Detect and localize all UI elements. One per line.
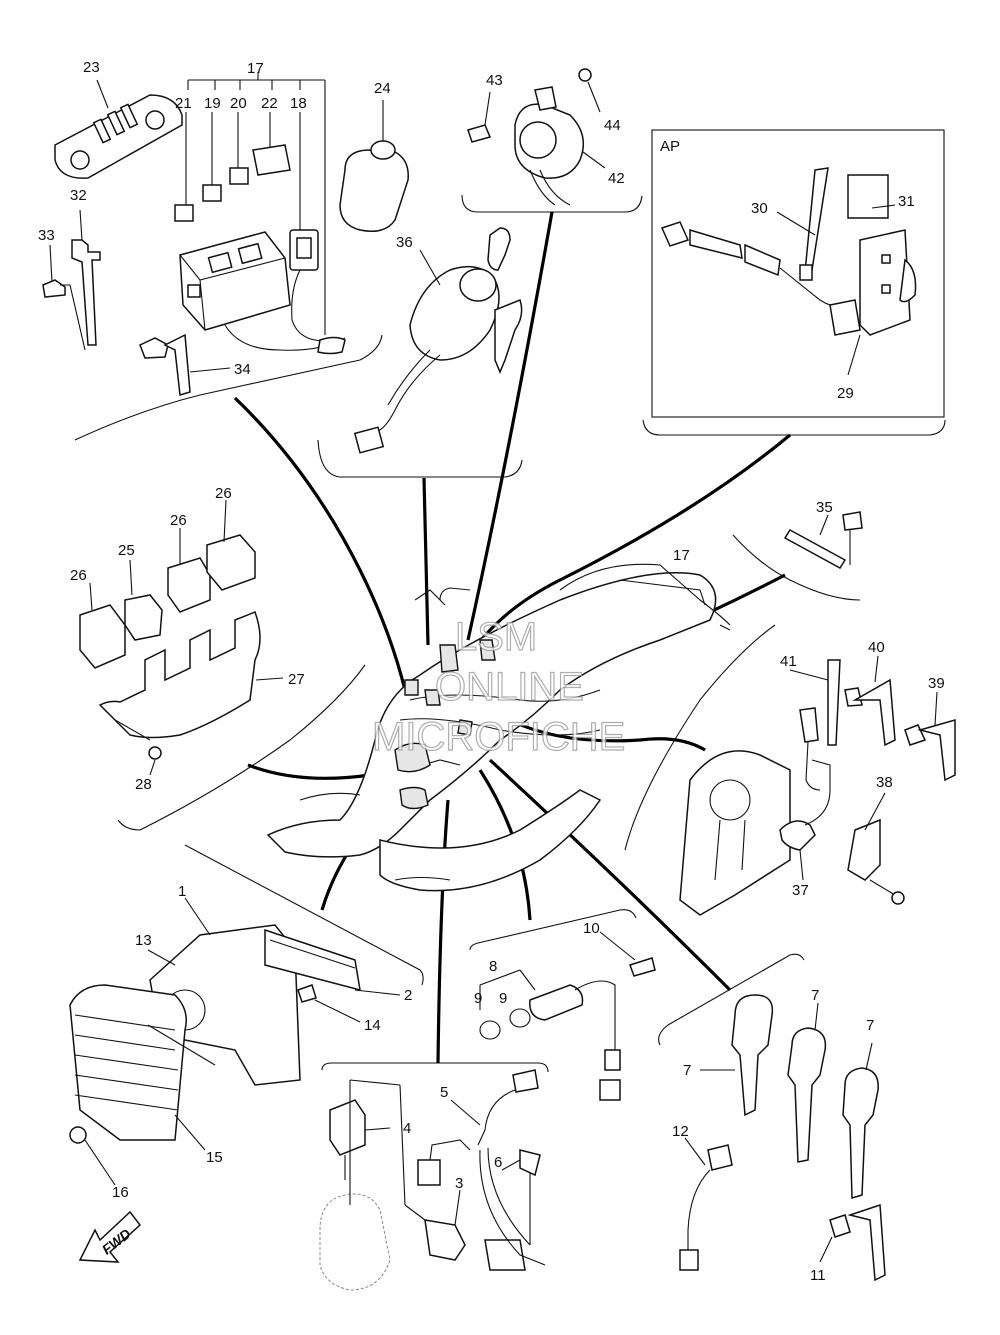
callout-2: 2 xyxy=(404,987,412,1004)
ignition-switch-part-36 xyxy=(353,227,523,454)
callout-32: 32 xyxy=(70,187,87,204)
callout-27: 27 xyxy=(288,671,305,688)
callout-44: 44 xyxy=(604,117,621,134)
callout-25: 25 xyxy=(118,542,135,559)
callout-28: 28 xyxy=(135,776,152,793)
callout-7-a: 7 xyxy=(683,1062,691,1079)
fwd-direction-arrow: FWD xyxy=(78,1210,142,1263)
ap-label: AP xyxy=(660,138,680,155)
callout-9-a: 9 xyxy=(474,990,482,1007)
callout-26-a: 26 xyxy=(215,485,232,502)
callout-13: 13 xyxy=(135,932,152,949)
ap-box xyxy=(651,129,945,418)
callout-26-c: 26 xyxy=(70,567,87,584)
lead-wire-part-12 xyxy=(679,1137,886,1282)
callout-21: 21 xyxy=(175,95,192,112)
callout-labels: 23 17 21 19 20 22 18 24 32 33 34 36 43 4… xyxy=(38,59,945,1284)
callout-4: 4 xyxy=(403,1120,411,1137)
callout-6: 6 xyxy=(494,1154,502,1171)
sensor-bracket-group xyxy=(679,655,956,916)
callout-12: 12 xyxy=(672,1123,689,1140)
callout-36: 36 xyxy=(396,234,413,251)
ap-kit-parts xyxy=(660,167,917,376)
watercraft-hull xyxy=(266,563,731,892)
callout-35: 35 xyxy=(816,499,833,516)
callout-29: 29 xyxy=(837,385,854,402)
leader-lines xyxy=(233,211,792,1064)
callout-30: 30 xyxy=(751,200,768,217)
callout-23: 23 xyxy=(83,59,100,76)
callout-20: 20 xyxy=(230,95,247,112)
callout-43: 43 xyxy=(486,72,503,89)
callout-15: 15 xyxy=(206,1149,223,1166)
group-brackets xyxy=(74,129,946,1073)
callout-40: 40 xyxy=(868,639,885,656)
callout-1: 1 xyxy=(178,883,186,900)
callout-9-b: 9 xyxy=(499,990,507,1007)
fuse-box-group xyxy=(42,72,346,396)
callout-41: 41 xyxy=(780,653,797,670)
callout-26-b: 26 xyxy=(170,512,187,529)
callout-7-b: 7 xyxy=(811,987,819,1004)
regulator-ecu-group xyxy=(69,897,401,1186)
watermark-line-2: ONLINE xyxy=(435,665,584,709)
callout-17: 17 xyxy=(247,60,264,77)
callout-17-b: 17 xyxy=(673,547,690,564)
callout-10: 10 xyxy=(583,920,600,937)
callout-5: 5 xyxy=(440,1084,448,1101)
watermark-line-3: MICROFICHE xyxy=(372,715,625,759)
meter-part-42 xyxy=(467,68,606,206)
callout-7-c: 7 xyxy=(866,1017,874,1034)
callout-42: 42 xyxy=(608,170,625,187)
callout-38: 38 xyxy=(876,774,893,791)
watermark-line-1: LSM xyxy=(455,615,537,659)
callout-39: 39 xyxy=(928,675,945,692)
capacitor-part-24 xyxy=(339,100,409,232)
tie-part-35 xyxy=(783,511,863,569)
callout-31: 31 xyxy=(898,193,915,210)
callout-16: 16 xyxy=(112,1184,129,1201)
callout-3: 3 xyxy=(455,1175,463,1192)
sensor-part-8 xyxy=(479,931,656,1101)
ignition-coil-group xyxy=(700,994,879,1199)
watermark: LSM ONLINE MICROFICHE xyxy=(371,614,626,759)
callout-34: 34 xyxy=(234,361,251,378)
callout-14: 14 xyxy=(364,1017,381,1034)
callout-22: 22 xyxy=(261,95,278,112)
pressure-sensor-group xyxy=(319,1069,546,1291)
callout-18: 18 xyxy=(290,95,307,112)
callout-11: 11 xyxy=(810,1267,826,1284)
callout-37: 37 xyxy=(792,882,809,899)
callout-24: 24 xyxy=(374,80,391,97)
callout-33: 33 xyxy=(38,227,55,244)
relay-group xyxy=(79,499,284,776)
callout-19: 19 xyxy=(204,95,221,112)
callout-8: 8 xyxy=(489,958,497,975)
